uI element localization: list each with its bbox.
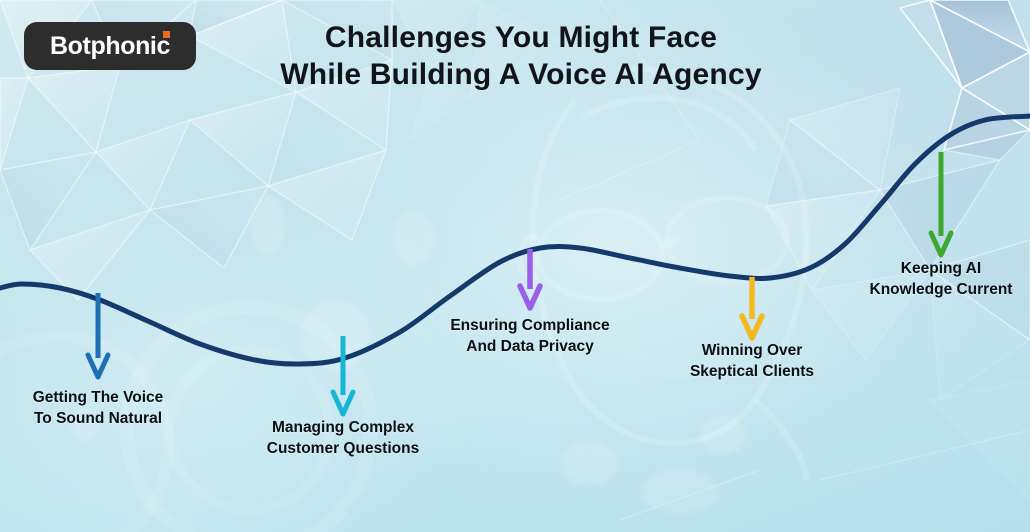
- annotation-arrow-1[interactable]: [85, 293, 111, 380]
- brand-accent-dot-icon: [163, 31, 170, 38]
- background-person-silhouette: [516, 66, 810, 480]
- annotation-arrow-2[interactable]: [330, 336, 356, 417]
- annotation-arrow-3[interactable]: [517, 249, 543, 311]
- annotation-arrow-5[interactable]: [928, 152, 954, 258]
- arrow-head-icon: [85, 352, 111, 380]
- page-title: Challenges You Might Face While Building…: [280, 21, 762, 91]
- arrow-head-icon: [739, 313, 765, 341]
- annotation-arrow-4[interactable]: [739, 277, 765, 341]
- wave-line: [0, 113, 1030, 367]
- annotation-label-5: Keeping AI Knowledge Current: [869, 260, 1013, 298]
- annotation-label-2: Managing Complex Customer Questions: [266, 419, 420, 457]
- arrow-head-icon: [330, 389, 356, 417]
- annotation-label-3: Ensuring Compliance And Data Privacy: [450, 317, 610, 355]
- annotation-label-1: Getting The Voice To Sound Natural: [32, 389, 164, 427]
- arrow-head-icon: [517, 283, 543, 311]
- annotation-label-4: Winning Over Skeptical Clients: [689, 342, 815, 380]
- arrow-head-icon: [928, 230, 954, 258]
- brand-logo-text: Botphonic: [50, 31, 170, 60]
- brand-logo[interactable]: Botphonic: [24, 22, 196, 70]
